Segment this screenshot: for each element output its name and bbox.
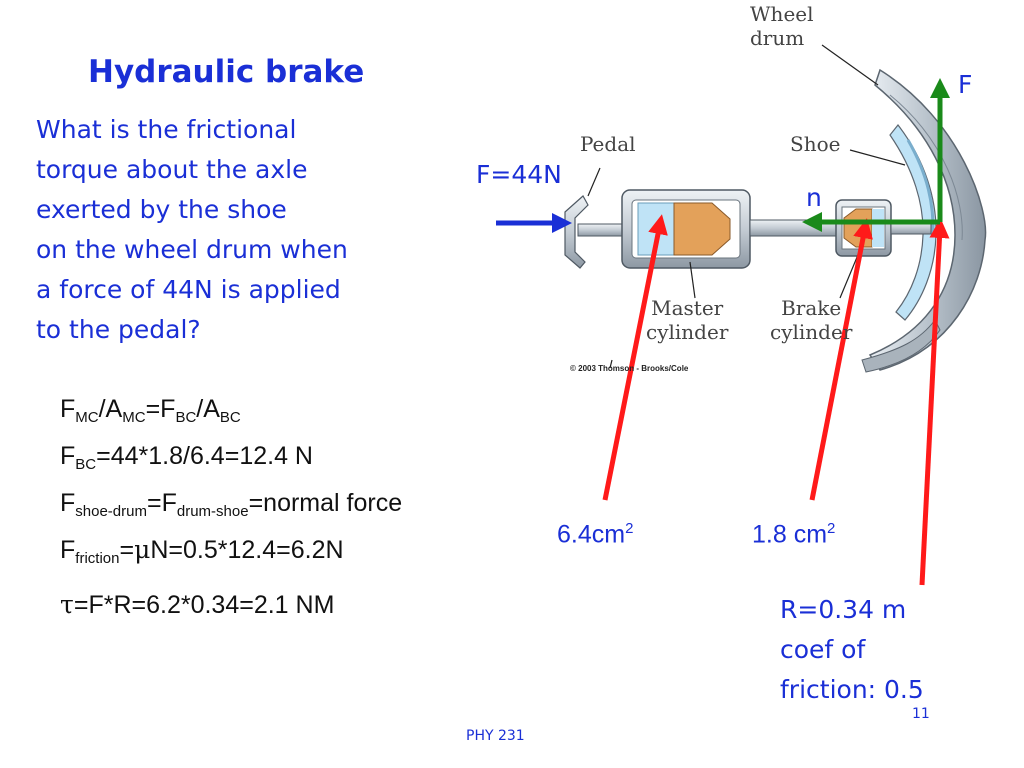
question-line: exerted by the shoe — [36, 195, 287, 224]
solution-equations: FMC/AMC=FBC/ABC FBC=44*1.8/6.4=12.4 N Fs… — [60, 390, 402, 624]
equation-normal-force: Fshoe-drum=Fdrum-shoe=normal force — [60, 489, 403, 520]
question-text: What is the frictional torque about the … — [36, 110, 348, 350]
equation-friction: Ffriction=μN=0.5*12.4=6.2N — [60, 535, 344, 567]
brake-cylinder — [835, 199, 932, 257]
wheel-drum-label: Wheel drum — [750, 2, 814, 50]
course-footer: PHY 231 — [466, 728, 525, 744]
radius-arrow — [919, 218, 950, 586]
shoe-label: Shoe — [790, 132, 841, 156]
question-line: on the wheel drum when — [36, 235, 348, 264]
normal-force-label: n — [806, 183, 822, 212]
master-area-arrow — [602, 214, 668, 501]
question-line: What is the frictional — [36, 115, 297, 144]
equation-brake-force: FBC=44*1.8/6.4=12.4 N — [60, 442, 313, 473]
copyright-notice: © 2003 Thomson - Brooks/Cole — [570, 364, 689, 373]
brake-cylinder-label: Brake cylinder — [770, 296, 853, 344]
friction-force-label: F — [958, 70, 973, 99]
question-line: to the pedal? — [36, 315, 201, 344]
master-cylinder — [621, 189, 751, 269]
wheel-drum — [861, 68, 987, 373]
page-number: 11 — [912, 706, 930, 722]
pedal — [564, 195, 629, 269]
equation-pascal: FMC/AMC=FBC/ABC — [60, 395, 241, 426]
given-values: R=0.34 m coef of friction: 0.5 — [780, 590, 924, 710]
slide-title: Hydraulic brake — [88, 54, 365, 90]
equation-torque: τ=F*R=6.2*0.34=2.1 NM — [60, 590, 335, 619]
pedal-force-label: F=44N — [476, 160, 562, 189]
friction-note: friction: 0.5 — [780, 675, 924, 704]
brake-area-arrow — [809, 218, 873, 501]
master-area-label: 6.4cm2 — [557, 520, 634, 549]
brake-area-label: 1.8 cm2 — [752, 520, 836, 549]
radius-note: R=0.34 m — [780, 595, 907, 624]
master-cylinder-label: Master cylinder — [646, 296, 729, 344]
coef-note: coef of — [780, 635, 866, 664]
pedal-label: Pedal — [580, 132, 636, 156]
question-line: torque about the axle — [36, 155, 308, 184]
question-line: a force of 44N is applied — [36, 275, 341, 304]
